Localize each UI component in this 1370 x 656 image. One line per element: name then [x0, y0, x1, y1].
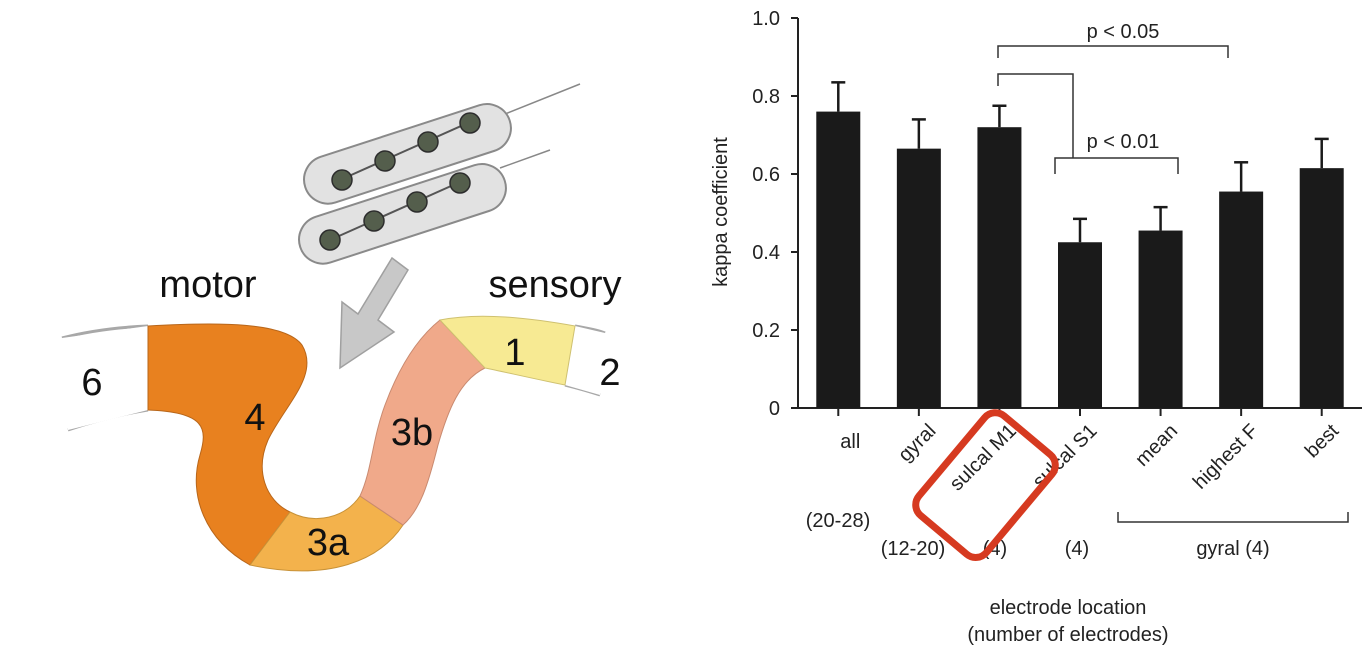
y-tick-label: 0: [769, 398, 780, 420]
y-tick-label: 0.4: [752, 242, 780, 264]
gyral-group-bracket: [1117, 512, 1349, 523]
x-tick-label: highest F: [1189, 420, 1263, 494]
motor-label: motor: [159, 264, 256, 306]
y-tick-label: 0.6: [752, 164, 780, 186]
y-tick-label: 0.8: [752, 86, 780, 108]
area-4-label: 4: [244, 397, 265, 439]
area-3b-label: 3b: [391, 412, 433, 454]
electrode-strip-upper: [303, 83, 581, 205]
area-3a-region: [249, 495, 404, 572]
area-6-region: [62, 326, 148, 430]
bar: [816, 111, 861, 408]
electrode-contact: [374, 150, 396, 172]
bar: [1058, 242, 1102, 408]
y-axis-title: kappa coefficient: [710, 137, 732, 287]
electrode-contact: [319, 229, 341, 251]
x-tick-label: best: [1301, 420, 1344, 463]
insertion-arrow-icon: [339, 256, 409, 370]
electrode-contact: [406, 191, 428, 213]
count-sulcal-s1: (4): [1065, 538, 1089, 560]
p005-annotation: p < 0.05: [1087, 21, 1160, 43]
cortex-surface-right-top: [574, 324, 606, 335]
bar: [1219, 191, 1264, 408]
area-3a-label: 3a: [307, 522, 350, 564]
cortex-surface-top: [61, 324, 149, 340]
y-tick-label: 1.0: [752, 8, 780, 30]
electrode-strip-lower: [298, 149, 551, 265]
bar: [896, 148, 941, 408]
cortex-diagram: motor sensory 6 4 3a 3b 1 2: [61, 83, 622, 572]
x-axis-title: electrode location: [990, 597, 1147, 619]
electrode-contact: [331, 169, 353, 191]
count-gyral: (12-20): [881, 538, 945, 560]
x-axis-subtitle: (number of electrodes): [967, 624, 1168, 646]
bar: [977, 127, 1022, 408]
y-tick-label: 0.2: [752, 320, 780, 342]
significance-bracket-p005: [997, 45, 1229, 58]
area-1-region: [439, 315, 576, 386]
bars: [816, 81, 1344, 408]
highlight-box: [912, 409, 1059, 561]
significance-bracket-p001: [997, 73, 1179, 174]
count-gyral-group: gyral (4): [1196, 538, 1269, 560]
electrode-contact: [417, 131, 439, 153]
x-tick-label: gyral: [894, 420, 940, 466]
x-tick-label: sulcal M1: [946, 420, 1021, 495]
area-2-label: 2: [599, 352, 620, 394]
p001-annotation: p < 0.01: [1087, 131, 1160, 153]
area-4-region: [147, 323, 308, 566]
electrode-contact: [449, 172, 471, 194]
electrode-contact: [459, 112, 481, 134]
area-2-region: [565, 326, 605, 395]
area-1-label: 1: [504, 332, 525, 374]
area-6-label: 6: [81, 362, 102, 404]
sensory-label: sensory: [488, 264, 621, 306]
bar: [1299, 168, 1344, 408]
x-tick-label: sulcal S1: [1029, 420, 1102, 493]
bar: [1138, 230, 1183, 408]
x-tick-label: all: [840, 431, 860, 453]
electrode-contact: [363, 210, 385, 232]
count-all: (20-28): [806, 510, 870, 532]
x-tick-label: mean: [1131, 420, 1182, 471]
